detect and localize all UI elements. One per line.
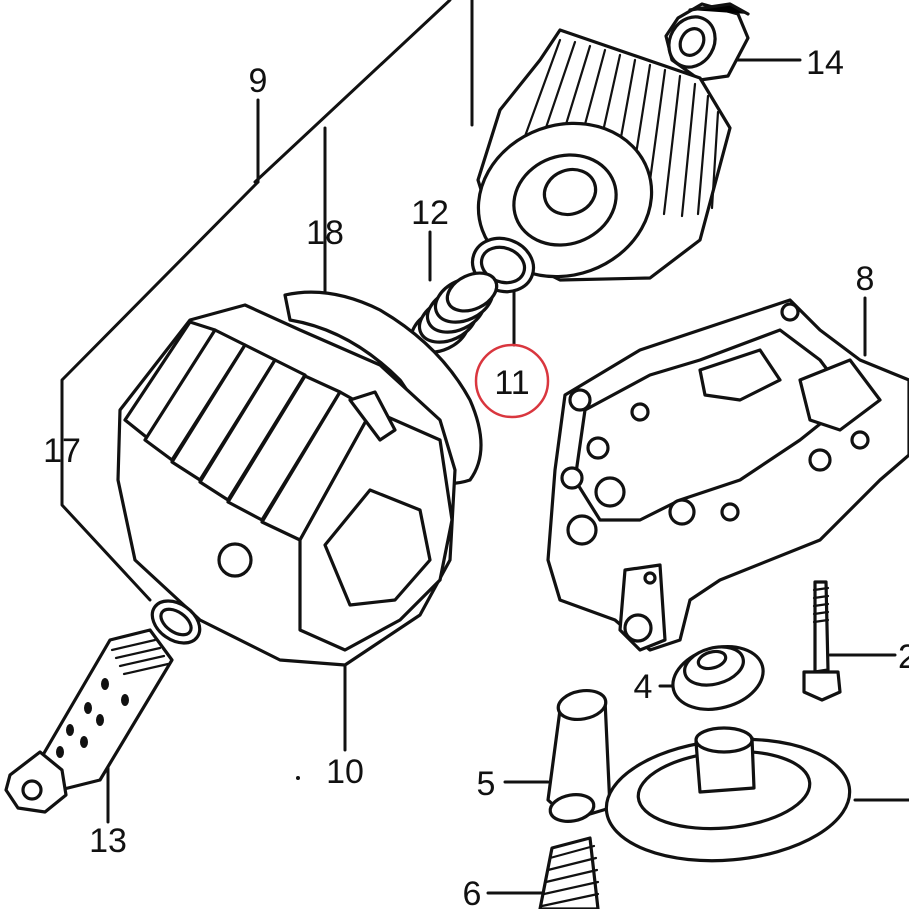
leader-lines — [60, 0, 909, 895]
callout-labels: 9 18 12 14 8 11 17 10 13 4 2 5 6 — [43, 44, 909, 909]
part-4-seal — [671, 645, 765, 711]
part-diaphragm — [604, 726, 852, 863]
callout-4: 4 — [634, 668, 653, 706]
callout-11-highlight-ring — [474, 343, 550, 419]
callout-6: 6 — [463, 875, 482, 909]
callout-11: 11 — [494, 364, 529, 402]
callout-8: 8 — [856, 260, 875, 298]
callout-10: 10 — [326, 753, 364, 791]
oil-filter — [476, 28, 732, 282]
part-17-o-ring — [150, 599, 202, 645]
callout-9: 9 — [249, 62, 268, 100]
part-6-spring — [538, 836, 600, 909]
part-12-spring — [409, 271, 499, 354]
stray-dot — [296, 776, 300, 780]
callout-2: 2 — [898, 638, 909, 676]
part-5-pin — [546, 688, 612, 823]
callout-13: 13 — [89, 822, 127, 860]
part-14-nut — [664, 2, 750, 82]
part-2-bolt — [802, 580, 842, 702]
part-13-strainer-bolt — [4, 628, 174, 814]
callout-5: 5 — [477, 765, 496, 803]
part-8-cover-plate — [546, 298, 909, 652]
callout-14: 14 — [806, 44, 844, 82]
part-10-pump-body — [116, 303, 457, 667]
callout-18: 18 — [306, 214, 344, 252]
callout-17: 17 — [43, 432, 81, 470]
callout-12: 12 — [411, 194, 449, 232]
